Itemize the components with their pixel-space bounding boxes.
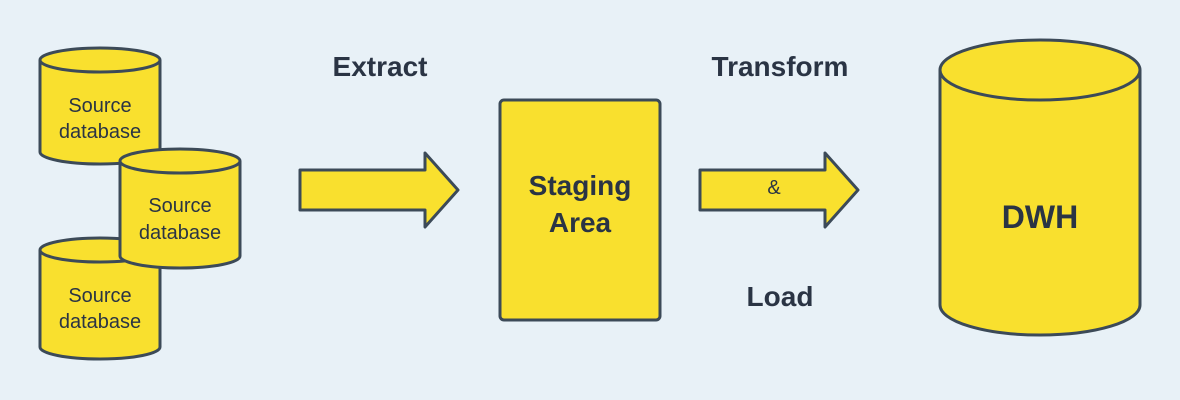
source-database-2-label-line1: Source (148, 195, 211, 217)
ampersand-label: & (767, 177, 781, 199)
source-database-2-label-line2: database (139, 222, 221, 244)
load-label: Load (747, 281, 814, 312)
transform-load-arrow (698, 151, 860, 229)
staging-area-label-line2: Area (549, 207, 612, 238)
source-database-2: Source database (118, 147, 242, 270)
staging-area-label-line1: Staging (529, 170, 632, 201)
transform-label: Transform (712, 51, 849, 82)
extract-label: Extract (333, 51, 428, 82)
source-database-1: Source database (38, 46, 162, 166)
source-database-3-label-line1: Source (68, 285, 131, 307)
source-database-3-label-line2: database (59, 311, 141, 333)
dwh-cylinder: DWH (938, 38, 1142, 337)
dwh-label: DWH (1002, 199, 1078, 235)
source-database-1-label-line1: Source (68, 95, 131, 117)
extract-arrow (298, 151, 460, 229)
source-database-1-label-line2: database (59, 121, 141, 143)
staging-area: Staging Area (498, 98, 662, 322)
